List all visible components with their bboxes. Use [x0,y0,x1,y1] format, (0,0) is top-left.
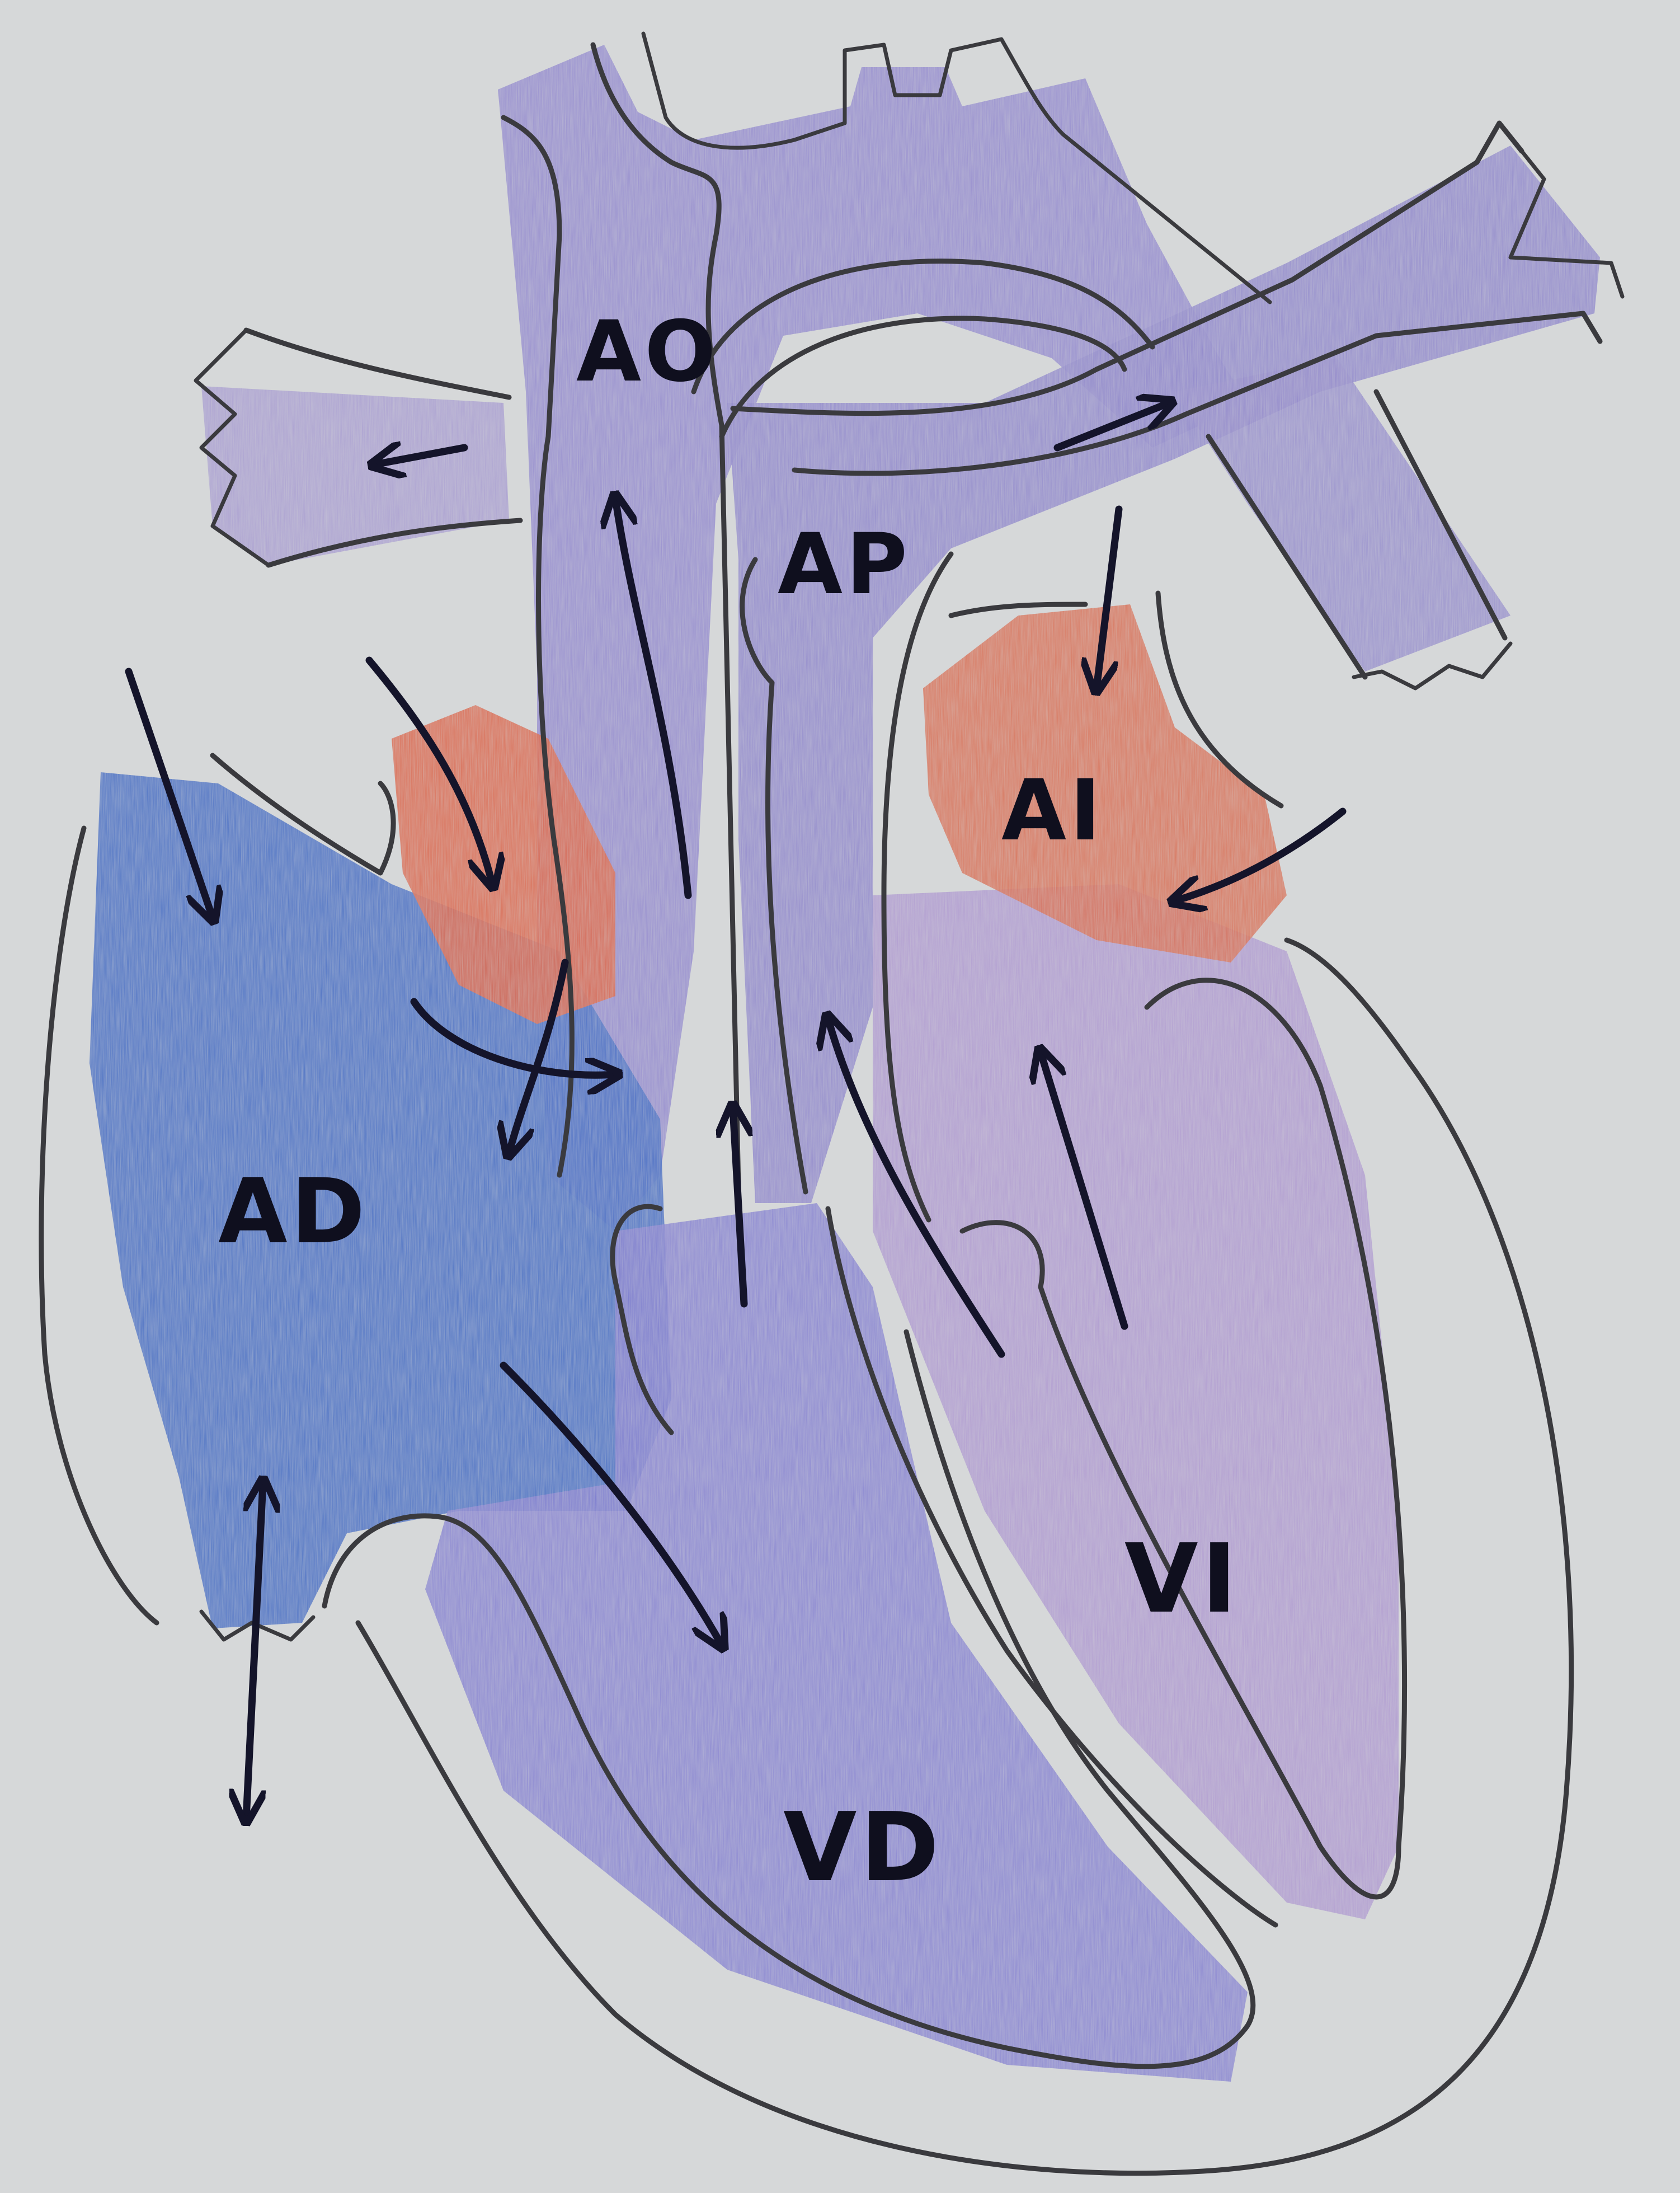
left-stub-upper [246,330,509,397]
label-left-atrium: AI [1001,762,1104,860]
descending-aorta-fill [1175,358,1510,671]
left-pulmonary-artery-fill [201,386,509,565]
label-right-atrium: AD [218,1159,369,1264]
label-pulmonary-artery: AP [778,516,911,613]
label-right-ventricle: VD [783,1792,943,1903]
label-aorta: AO [576,303,719,401]
label-left-ventricle: VI [1124,1524,1240,1635]
